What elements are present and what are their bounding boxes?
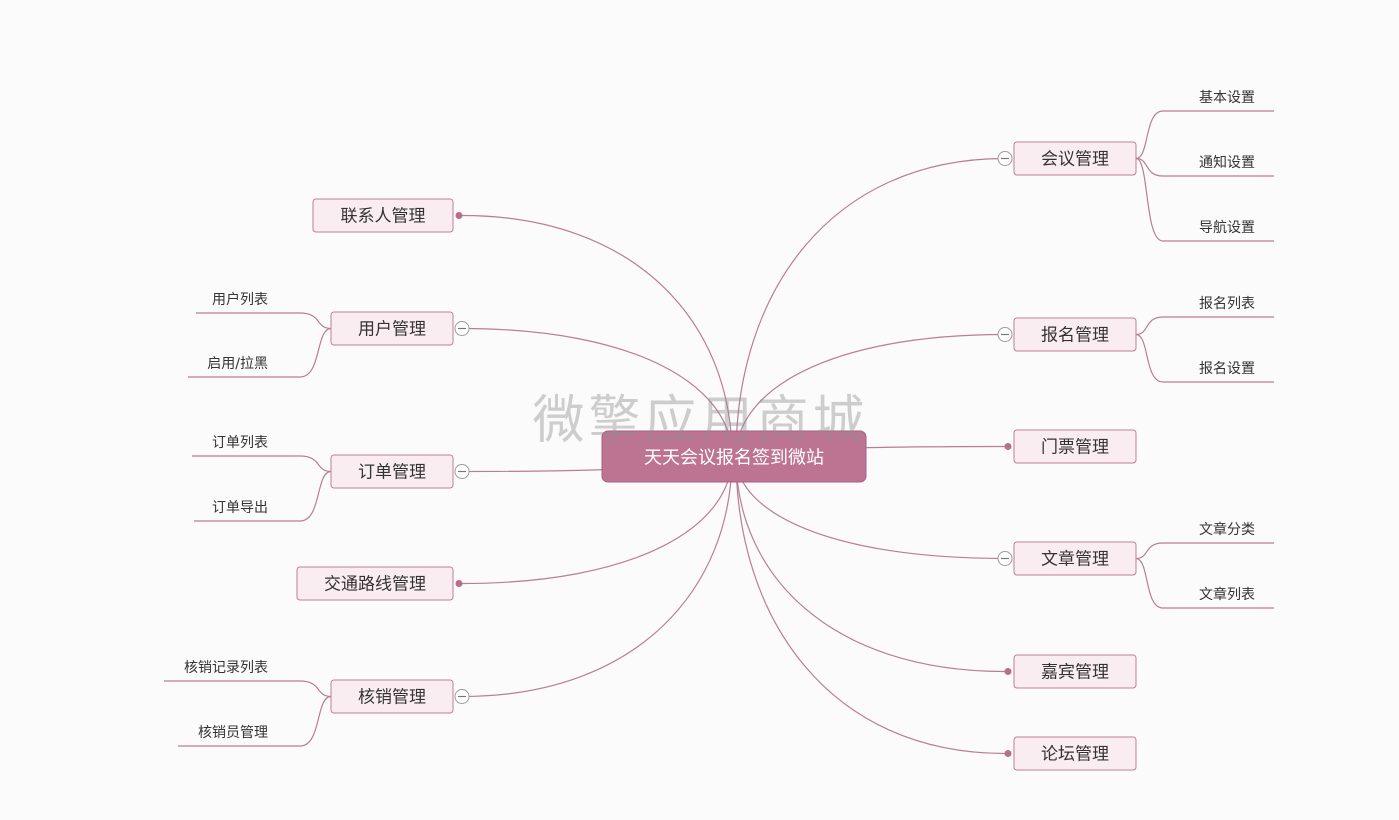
branch-connector <box>735 456 1006 673</box>
branch-label: 文章管理 <box>1041 550 1109 570</box>
connector-dot <box>455 580 463 587</box>
subtopic-label[interactable]: 订单列表 <box>212 435 268 451</box>
child-connector <box>299 470 332 522</box>
collapse-toggle-icon[interactable] <box>454 689 470 704</box>
branch-node-left-0[interactable]: 联系人管理 <box>312 198 454 233</box>
child-connector <box>1135 157 1164 242</box>
subtopic-label[interactable]: 核销记录列表 <box>184 660 268 676</box>
collapse-toggle-icon[interactable] <box>997 327 1013 342</box>
collapse-toggle-icon[interactable] <box>997 551 1013 566</box>
subtopic-label[interactable]: 基本设置 <box>1199 89 1255 106</box>
branch-label: 会议管理 <box>1041 150 1109 170</box>
branch-connector <box>461 327 733 457</box>
subtopic-label[interactable]: 用户列表 <box>212 291 268 308</box>
branch-node-left-4[interactable]: 核销管理 <box>330 679 454 714</box>
subtopic-label[interactable]: 订单导出 <box>212 500 268 516</box>
collapse-toggle-icon[interactable] <box>997 151 1013 166</box>
connector-dot <box>455 212 463 219</box>
subtopic-label[interactable]: 启用/拉黑 <box>207 356 268 372</box>
branch-label: 嘉宾管理 <box>1041 663 1109 683</box>
child-connector <box>299 680 332 698</box>
child-connector <box>299 695 332 747</box>
collapse-toggle-icon[interactable] <box>454 464 470 479</box>
central-topic-label: 天天会议报名签到微站 <box>644 448 824 469</box>
subtopic-label[interactable]: 报名设置 <box>1199 361 1255 377</box>
branch-node-right-4[interactable]: 嘉宾管理 <box>1013 654 1137 689</box>
branch-node-right-5[interactable]: 论坛管理 <box>1013 736 1137 771</box>
branch-node-right-1[interactable]: 报名管理 <box>1013 317 1137 352</box>
child-connector <box>299 455 332 473</box>
subtopic-label[interactable]: 导航设置 <box>1199 220 1255 236</box>
branch-connector <box>461 456 733 698</box>
subtopic-label[interactable]: 报名列表 <box>1199 296 1255 312</box>
branch-label: 门票管理 <box>1041 438 1109 458</box>
subtopic-label[interactable]: 通知设置 <box>1199 154 1255 171</box>
branch-label: 用户管理 <box>358 320 426 340</box>
central-topic[interactable]: 天天会议报名签到微站 <box>601 430 867 483</box>
child-connector <box>1135 316 1164 336</box>
branch-label: 论坛管理 <box>1041 745 1109 765</box>
child-connector <box>299 327 332 378</box>
connector-dot <box>1004 443 1012 450</box>
collapse-toggle-icon[interactable] <box>454 321 470 336</box>
branch-connector <box>735 157 1006 457</box>
subtopic-label[interactable]: 文章列表 <box>1199 586 1255 603</box>
branch-connector <box>461 214 733 457</box>
child-connector <box>1135 542 1164 560</box>
branch-node-right-2[interactable]: 门票管理 <box>1013 429 1137 464</box>
branch-label: 订单管理 <box>358 463 426 483</box>
branch-node-right-3[interactable]: 文章管理 <box>1013 541 1137 576</box>
child-connector <box>1135 557 1164 609</box>
branch-label: 核销管理 <box>358 688 426 708</box>
child-connector <box>1135 333 1164 383</box>
branch-label: 报名管理 <box>1041 326 1109 346</box>
child-connector <box>1135 157 1164 177</box>
branch-label: 交通路线管理 <box>324 575 426 595</box>
branch-label: 联系人管理 <box>341 207 426 227</box>
connector-dot <box>1004 750 1012 757</box>
branch-connector <box>461 456 733 585</box>
child-connector <box>1135 110 1164 160</box>
subtopic-label[interactable]: 文章分类 <box>1199 521 1255 538</box>
connector-dot <box>1004 668 1012 675</box>
branch-node-right-0[interactable]: 会议管理 <box>1013 141 1137 176</box>
branch-node-left-1[interactable]: 用户管理 <box>330 311 454 346</box>
subtopic-label[interactable]: 核销员管理 <box>198 725 268 741</box>
branch-node-left-2[interactable]: 订单管理 <box>330 454 454 489</box>
branch-connector <box>735 456 1006 755</box>
child-connector <box>299 312 332 330</box>
branch-node-left-3[interactable]: 交通路线管理 <box>296 566 454 601</box>
